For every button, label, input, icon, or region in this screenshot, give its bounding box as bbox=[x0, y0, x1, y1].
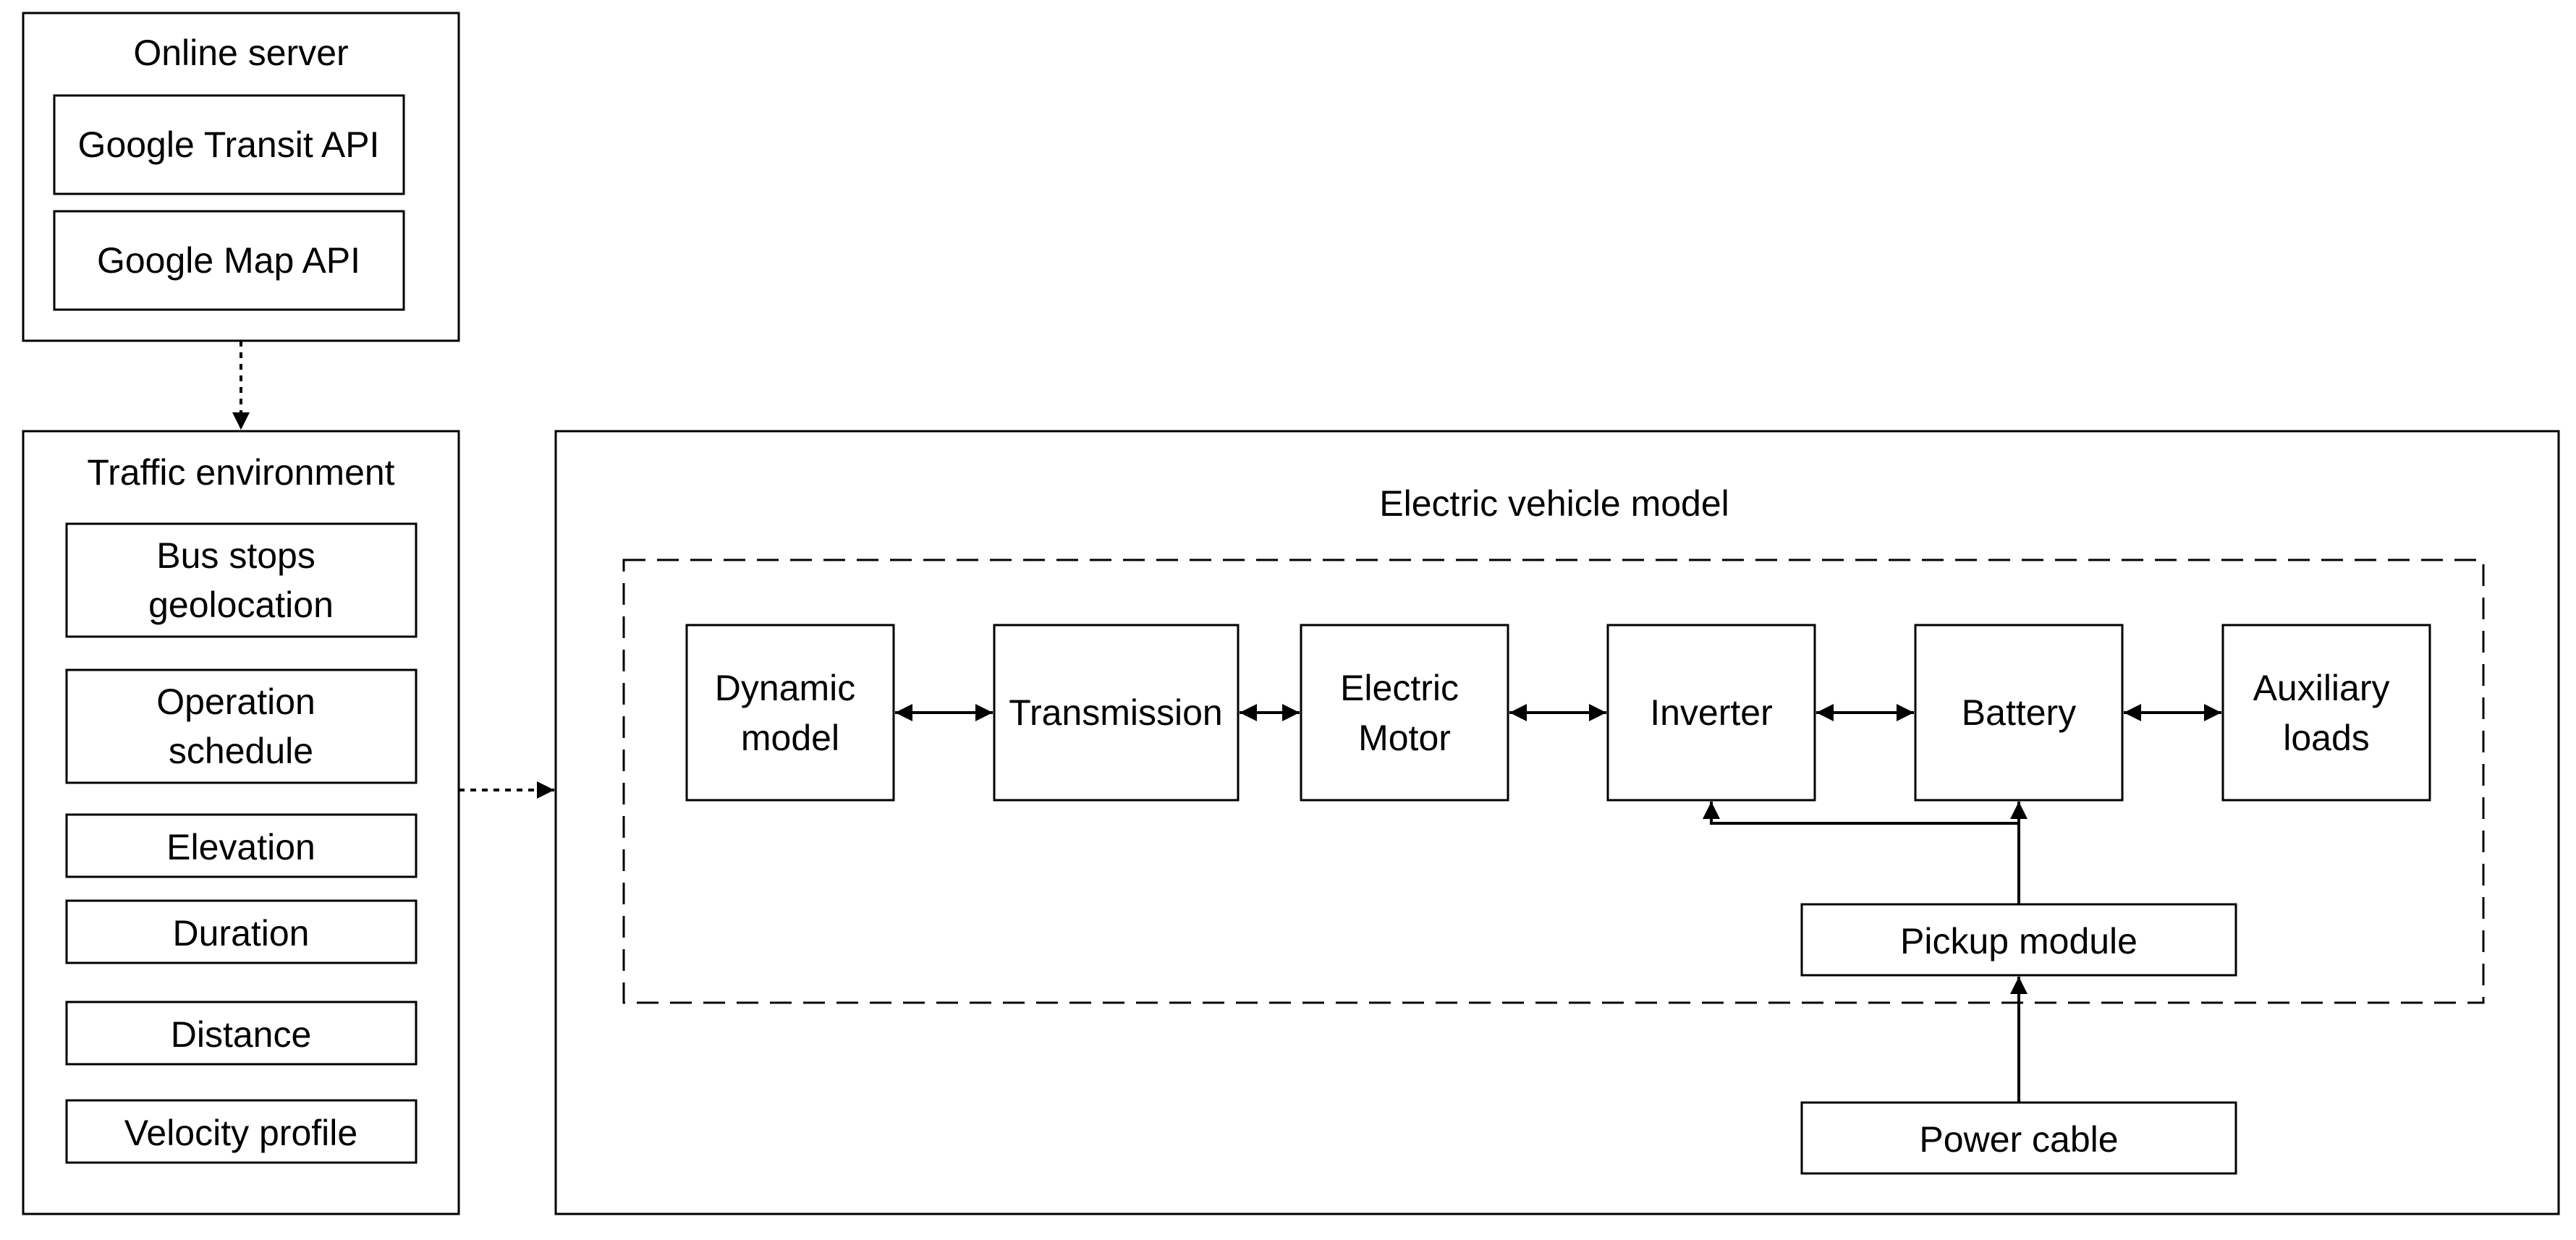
elevation-label: Elevation bbox=[166, 827, 315, 867]
ev-model-dashed-boundary bbox=[622, 559, 2485, 1004]
bus-stops-geolocation-line-1: Bus stops bbox=[156, 535, 315, 576]
electric-motor-block: Electric Motor bbox=[1300, 624, 1509, 802]
traffic-environment-panel: Traffic environment Bus stops geolocatio… bbox=[22, 430, 460, 1215]
pickup-to-inverter-arrow bbox=[1703, 802, 2019, 825]
svg-text:Bus stops geolocation: Bus stops geolocation bbox=[148, 535, 334, 625]
electric-motor-line-2: Motor bbox=[1358, 718, 1451, 758]
auxiliary-loads-line-1: Auxiliary bbox=[2253, 668, 2390, 708]
velocity-profile-label: Velocity profile bbox=[124, 1113, 357, 1153]
transmission-block: Transmission bbox=[993, 624, 1240, 802]
google-map-api-box: Google Map API bbox=[53, 210, 405, 311]
duration-label: Duration bbox=[173, 913, 310, 954]
bus-stops-geolocation-line-2: geolocation bbox=[148, 585, 334, 625]
bus-stops-geolocation-box: Bus stops geolocation bbox=[65, 522, 418, 638]
inverter-block: Inverter bbox=[1606, 624, 1816, 802]
dynamic-model-line-1: Dynamic bbox=[715, 668, 855, 708]
svg-text:Operation schedule: Operation schedule bbox=[156, 681, 326, 771]
traffic-environment-title: Traffic environment bbox=[87, 452, 394, 493]
ev-model-panel: Electric vehicle model Dynamic model Tra… bbox=[554, 430, 2560, 1215]
power-cable-block: Power cable bbox=[1800, 1101, 2237, 1175]
online-server-panel: Online server Google Transit API Google … bbox=[22, 12, 460, 342]
pickup-module-block: Pickup module bbox=[1800, 903, 2237, 977]
google-transit-api-label: Google Transit API bbox=[78, 124, 380, 165]
transmission-label: Transmission bbox=[1009, 692, 1222, 733]
inverter-label: Inverter bbox=[1650, 692, 1773, 733]
online-server-title: Online server bbox=[133, 33, 348, 73]
operation-schedule-box: Operation schedule bbox=[65, 668, 418, 784]
battery-block: Battery bbox=[1914, 624, 2124, 802]
velocity-profile-box: Velocity profile bbox=[65, 1099, 418, 1164]
operation-schedule-line-1: Operation bbox=[156, 681, 315, 722]
duration-box: Duration bbox=[65, 899, 418, 964]
operation-schedule-line-2: schedule bbox=[169, 731, 313, 771]
google-transit-api-box: Google Transit API bbox=[53, 94, 405, 195]
ev-model-title: Electric vehicle model bbox=[1379, 483, 1729, 524]
distance-label: Distance bbox=[171, 1014, 312, 1055]
auxiliary-loads-line-2: loads bbox=[2283, 718, 2370, 758]
elevation-box: Elevation bbox=[65, 813, 418, 878]
svg-text:Auxiliary loads: Auxiliary loads bbox=[2253, 668, 2400, 758]
power-cable-label: Power cable bbox=[1919, 1119, 2118, 1160]
pickup-module-label: Pickup module bbox=[1900, 921, 2138, 961]
electric-motor-line-1: Electric bbox=[1340, 668, 1459, 708]
svg-text:Electric Motor: Electric Motor bbox=[1340, 668, 1469, 758]
dynamic-model-block: Dynamic model bbox=[685, 624, 895, 802]
battery-label: Battery bbox=[1962, 692, 2076, 733]
svg-text:Dynamic model: Dynamic model bbox=[715, 668, 865, 758]
dynamic-model-line-2: model bbox=[741, 718, 839, 758]
auxiliary-loads-block: Auxiliary loads bbox=[2221, 624, 2431, 802]
distance-box: Distance bbox=[65, 1001, 418, 1066]
google-map-api-label: Google Map API bbox=[97, 240, 360, 281]
